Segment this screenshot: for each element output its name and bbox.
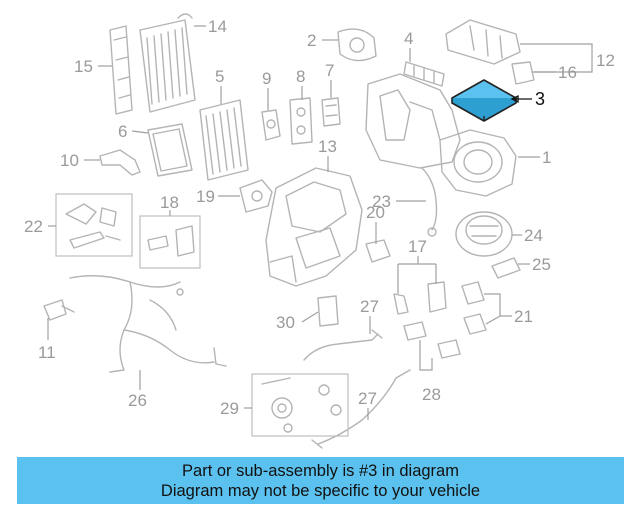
part-1-hvac-case [365,73,461,169]
callout-23: 23 [372,192,391,211]
part-26-wiring-harness [69,275,227,373]
part-23-hose [421,167,438,237]
part-30-connector [317,295,339,327]
part-14-heater-core [139,13,196,113]
callout-22: 22 [24,217,43,236]
callout-25: 25 [532,255,551,274]
info-banner: Part or sub-assembly is #3 in diagram Di… [17,457,624,504]
callout-9: 9 [262,69,271,88]
callout-12: 12 [596,51,615,70]
callout-labels: 1 2 3 4 5 6 7 8 9 10 11 12 13 14 15 16 1… [24,17,615,418]
callout-2: 2 [307,31,316,50]
callout-27-lower: 27 [358,389,377,408]
part-9-clip [261,109,281,141]
callout-24: 24 [524,226,543,245]
callout-17: 17 [408,237,427,256]
callout-5: 5 [215,67,224,86]
callout-14: 14 [208,17,227,36]
banner-line-1: Part or sub-assembly is #3 in diagram [182,461,459,480]
callout-7: 7 [325,61,334,80]
parts-diagram: 1 2 3 4 5 6 7 8 9 10 11 12 13 14 15 16 1… [24,13,615,449]
callout-11: 11 [38,343,56,362]
part-13-distribution-housing [265,167,363,287]
part-24-blower-motor [455,211,513,257]
part-12-housing-cover [445,19,521,65]
callout-8: 8 [296,67,305,86]
part-19-actuator [239,179,273,213]
callout-1: 1 [542,148,551,167]
leader-lines [47,25,593,420]
callout-6: 6 [118,122,127,141]
callout-3[interactable]: 3 [535,89,545,109]
part-28-fittings [403,321,461,359]
callout-29: 29 [220,399,239,418]
callout-21: 21 [514,307,533,326]
callout-20: 20 [366,203,385,222]
part-2-seal [337,28,377,62]
callout-26: 26 [128,391,147,410]
part-17-sensors [393,281,447,315]
callout-18: 18 [160,193,179,212]
part-21-clips [461,281,487,335]
part-29-group [251,373,349,437]
part-25-resistor [491,257,521,279]
part-10-sensor [99,149,141,176]
callout-27-upper: 27 [360,297,379,316]
callout-4: 4 [404,29,413,48]
part-15-bracket [109,25,133,115]
part-8-plate [289,97,313,145]
callout-19: 19 [196,187,215,206]
callout-10: 10 [60,151,79,170]
callout-28: 28 [422,385,441,404]
callout-30: 30 [276,313,295,332]
part-18-group [139,215,201,269]
part-7-valve [321,97,341,127]
callout-13: 13 [318,137,337,156]
part-5-evaporator [199,99,249,181]
part-27-pipe-upper [303,329,383,361]
part-11-sensor [43,299,75,321]
part-3-cabin-filter[interactable] [451,79,517,122]
part-22-group [55,193,133,257]
part-20-actuator [365,239,391,263]
part-27-pipe-lower [311,369,411,449]
part-4-strip [403,61,445,87]
callout-16: 16 [558,63,577,82]
callout-15: 15 [74,57,93,76]
part-1-blower-housing [439,129,517,197]
part-16-clip [511,61,535,85]
part-6-gasket [147,123,193,177]
banner-line-2: Diagram may not be specific to your vehi… [160,481,481,500]
